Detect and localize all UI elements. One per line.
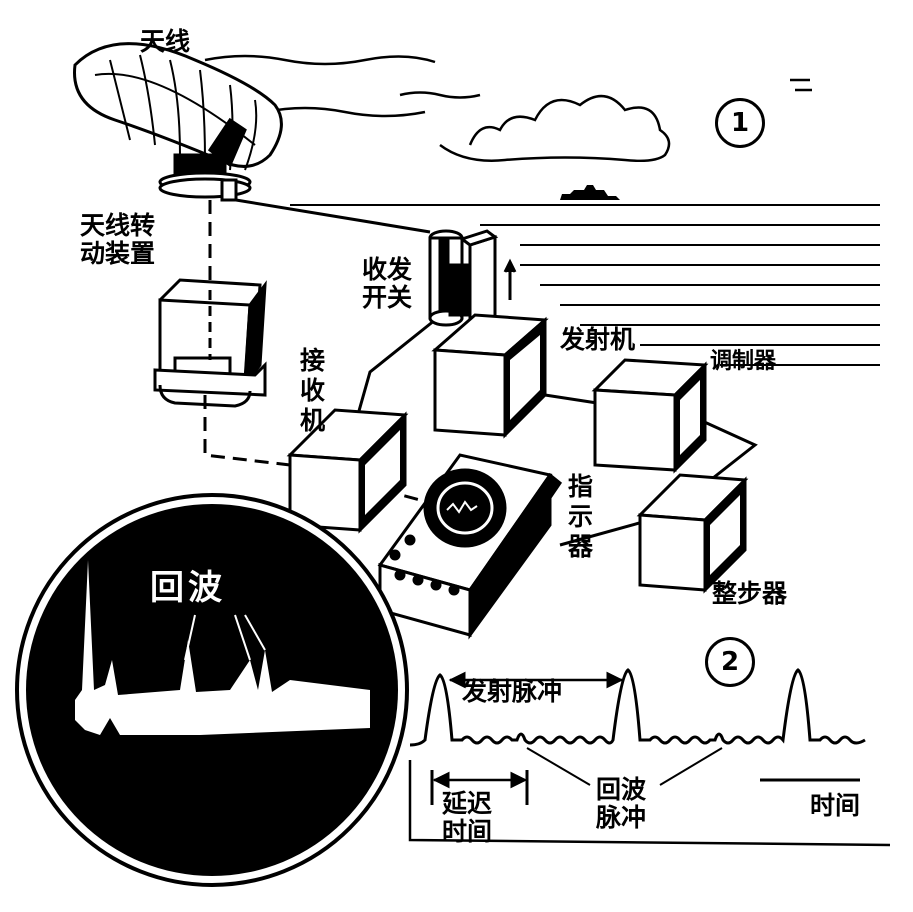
receiver-label: 接收机	[300, 346, 326, 435]
antenna-label: 天线	[140, 27, 191, 56]
indicator-label: 指示器	[568, 472, 594, 561]
tr-switch-label: 收发开关	[362, 255, 413, 312]
wave-emit-2	[264, 106, 426, 118]
synchronizer-box	[636, 473, 749, 594]
ship	[560, 185, 620, 200]
scope-trace	[75, 560, 370, 735]
receiver-box	[286, 408, 409, 534]
transmitter-label: 发射机	[560, 325, 636, 354]
drive-to-indicator-line	[203, 395, 421, 502]
switch-to-receiver-line	[353, 318, 436, 426]
modulator-label: 调制器	[710, 349, 777, 374]
figure-2-marker: 2	[705, 637, 755, 687]
time-label: 时间	[810, 791, 861, 820]
wave-emit	[204, 54, 436, 66]
modulator-box	[591, 358, 709, 474]
echo-pulse-label: 回波脉冲	[596, 775, 647, 832]
echo-label: 回波	[150, 568, 226, 608]
antenna-drive-box	[153, 278, 267, 408]
sky-scene	[204, 54, 812, 163]
sea	[290, 204, 880, 366]
delay-time-label: 延迟时间	[442, 789, 493, 846]
timing-waveform	[408, 668, 891, 847]
cloud	[439, 95, 671, 163]
figure-1-marker: 1	[715, 98, 765, 148]
transmit-pulse-label: 发射脉冲	[462, 677, 563, 706]
antenna-dish	[73, 42, 283, 202]
waveform-trace	[409, 668, 866, 747]
antenna-drive-label: 天线转动装置	[80, 211, 156, 268]
antenna-to-switch-line	[235, 198, 431, 234]
transmitter-box	[431, 313, 549, 439]
wave-return	[399, 91, 481, 99]
echo-scope-inset	[15, 493, 409, 887]
synchronizer-label: 整步器	[712, 579, 788, 608]
sync-to-indicator-line	[559, 518, 651, 547]
indicator-console	[377, 453, 563, 640]
